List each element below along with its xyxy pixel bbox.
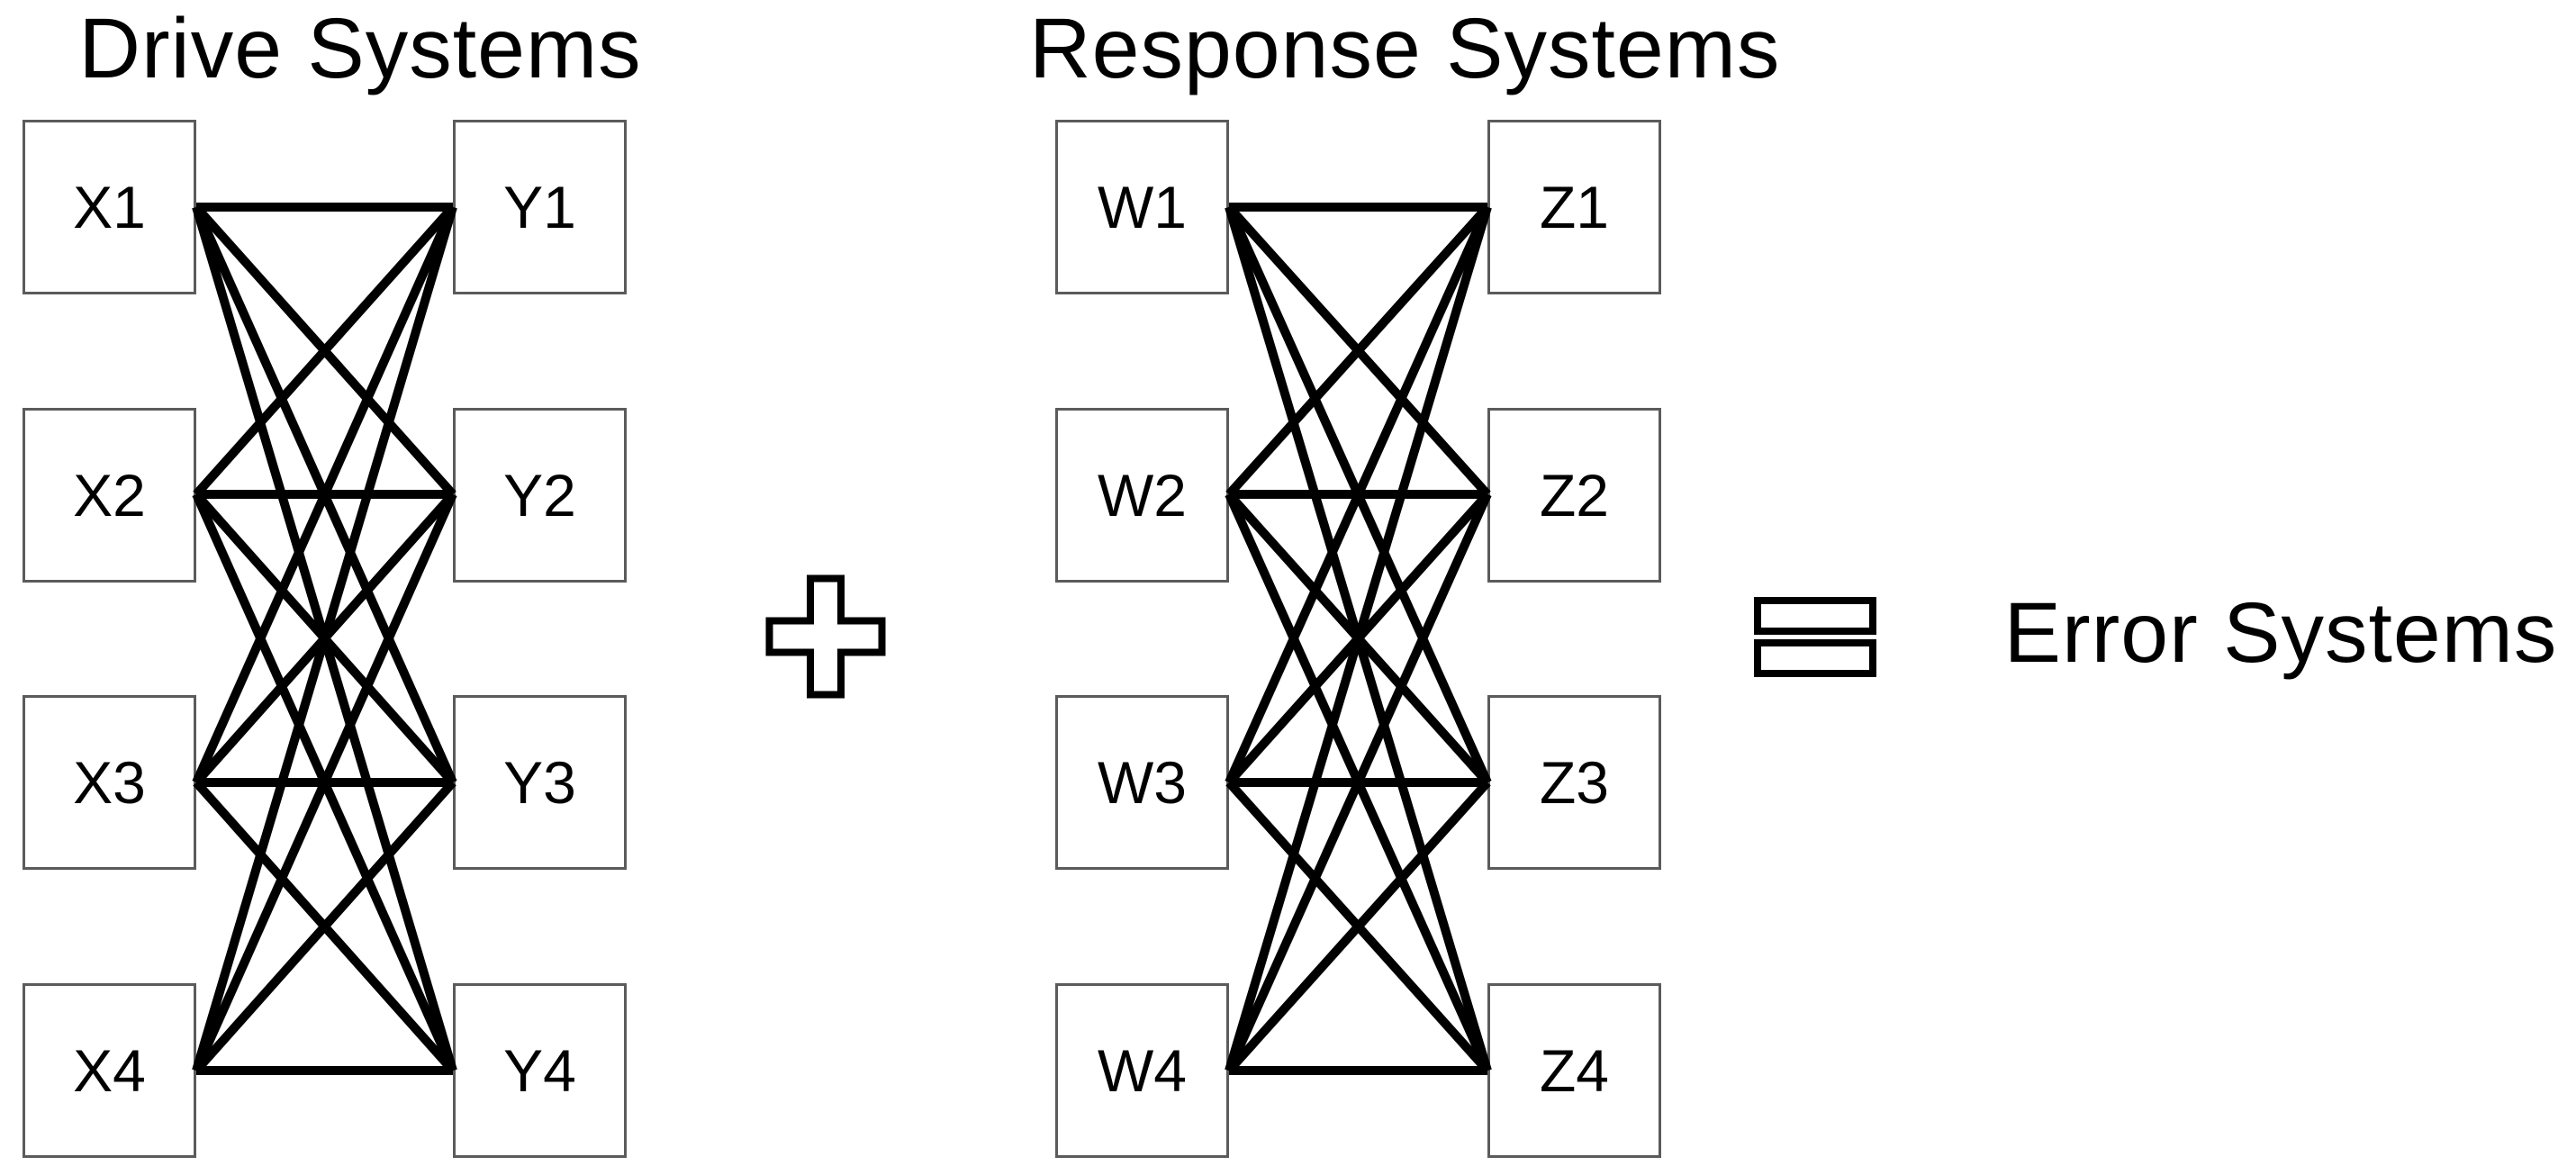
node-y1: Y1: [453, 120, 627, 294]
node-x1: X1: [23, 120, 196, 294]
node-x4: X4: [23, 983, 196, 1158]
node-z3: Z3: [1487, 695, 1661, 870]
response-systems-title: Response Systems: [1029, 1, 1781, 96]
drive-systems-title: Drive Systems: [78, 1, 642, 96]
node-y3: Y3: [453, 695, 627, 870]
node-z1: Z1: [1487, 120, 1661, 294]
node-x3: X3: [23, 695, 196, 870]
error-systems-label: Error Systems: [2003, 585, 2558, 681]
node-w4: W4: [1055, 983, 1229, 1158]
node-y4: Y4: [453, 983, 627, 1158]
node-z2: Z2: [1487, 408, 1661, 583]
plus-icon: [765, 574, 886, 699]
node-w3: W3: [1055, 695, 1229, 870]
equals-icon: [1754, 597, 1876, 677]
node-x2: X2: [23, 408, 196, 583]
node-w2: W2: [1055, 408, 1229, 583]
node-z4: Z4: [1487, 983, 1661, 1158]
